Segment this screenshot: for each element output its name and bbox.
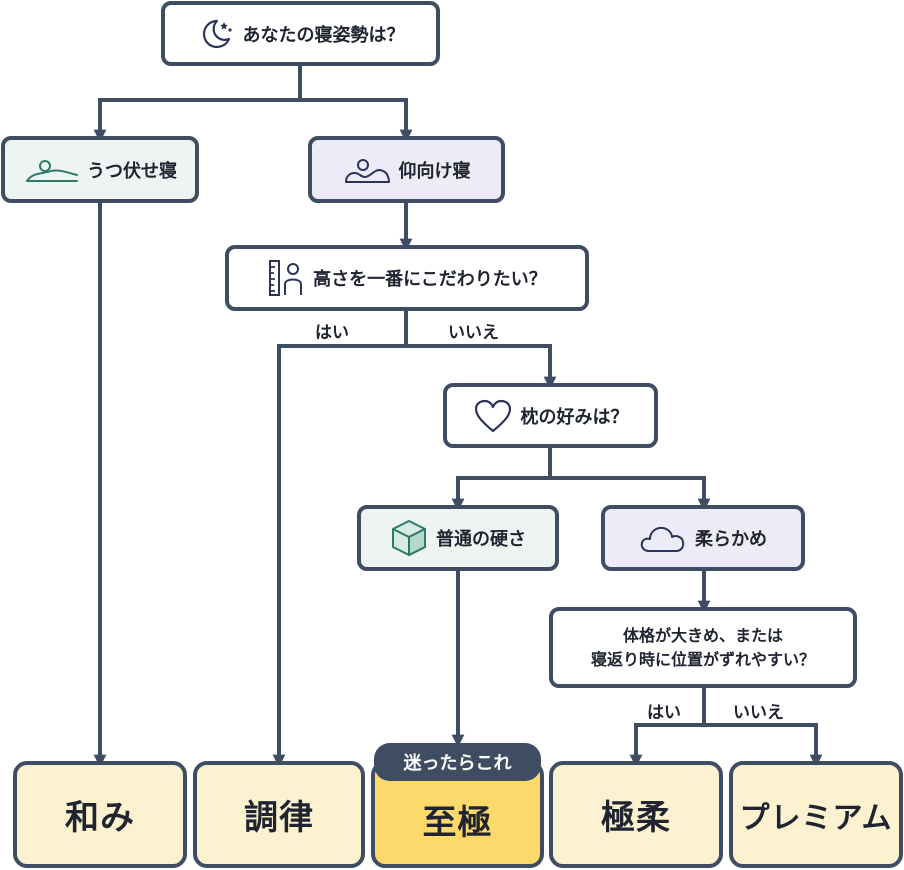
supine-sleeper-label: 仰向け寝: [398, 160, 471, 182]
cloud-icon: [639, 521, 687, 555]
result-premium: プレミアム: [729, 761, 903, 868]
height-question-label: 高さを一番にこだわりたい？: [313, 269, 547, 290]
supine-sleeper-icon: [343, 155, 391, 185]
cube-icon: [390, 518, 428, 558]
soft-firmness-node: 柔らかめ: [601, 505, 805, 571]
body-type-question-line2: 寝返り時に位置がずれやすい？: [590, 649, 815, 669]
prone-sleeper-icon: [23, 155, 79, 185]
body-type-question-line1: 体格が大きめ、または: [622, 625, 783, 645]
result-kyokuju: 極柔: [549, 761, 723, 868]
soft-firmness-label: 柔らかめ: [695, 529, 767, 550]
result-kyokuju-label: 極柔: [601, 798, 671, 838]
recommended-badge: 迷ったらこれ: [374, 743, 541, 781]
normal-firmness-node: 普通の硬さ: [357, 505, 559, 571]
result-wami: 和み: [13, 761, 187, 868]
normal-firmness-label: 普通の硬さ: [436, 529, 526, 550]
body-type-question-node: 体格が大きめ、または 寝返り時に位置がずれやすい？: [549, 607, 857, 688]
height-yes-label: はい: [315, 323, 349, 343]
ruler-person-icon: [267, 258, 305, 298]
height-question-node: 高さを一番にこだわりたい？: [225, 245, 589, 311]
pillow-preference-label: 枕の好みは？: [520, 406, 629, 428]
height-no-label: いいえ: [448, 323, 499, 343]
pillow-preference-node: 枕の好みは？: [443, 383, 658, 448]
supine-sleeper-node: 仰向け寝: [308, 136, 505, 203]
body-yes-label: はい: [647, 703, 681, 723]
heart-icon: [473, 398, 513, 434]
result-premium-label: プレミアム: [739, 800, 893, 836]
body-no-label: いいえ: [733, 703, 784, 723]
result-shikyoku-label: 至極: [422, 803, 493, 843]
moon-stars-icon: [197, 15, 235, 53]
prone-sleeper-node: うつ伏せ寝: [1, 136, 199, 203]
result-choritsu: 調律: [193, 761, 365, 868]
root-question-node: あなたの寝姿勢は？: [161, 1, 440, 66]
prone-sleeper-label: うつ伏せ寝: [87, 160, 177, 182]
result-choritsu-label: 調律: [244, 798, 314, 838]
result-wami-label: 和み: [65, 798, 135, 838]
root-question-label: あなたの寝姿勢は？: [242, 24, 405, 46]
